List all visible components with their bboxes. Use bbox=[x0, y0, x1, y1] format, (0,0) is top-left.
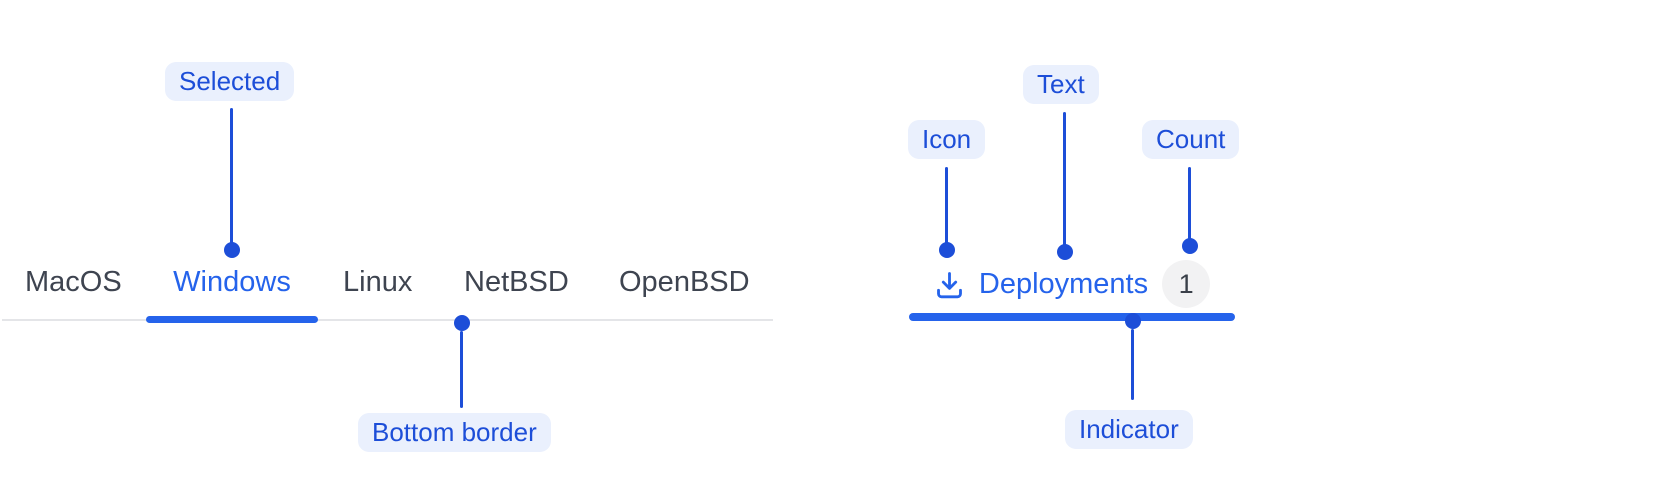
icon-annotation-dot bbox=[939, 242, 955, 258]
tab-netbsd[interactable]: NetBSD bbox=[464, 266, 569, 298]
deployments-tab[interactable]: Deployments 1 bbox=[909, 258, 1235, 310]
selected-tab-underline bbox=[146, 316, 318, 323]
text-annotation-line bbox=[1063, 112, 1066, 246]
tab-macos[interactable]: MacOS bbox=[25, 266, 122, 298]
indicator-annotation-label: Indicator bbox=[1065, 410, 1193, 449]
selected-annotation-label: Selected bbox=[165, 62, 295, 101]
deployments-count-badge: 1 bbox=[1162, 260, 1211, 308]
count-annotation-dot bbox=[1182, 238, 1198, 254]
icon-annotation-label: Icon bbox=[908, 120, 986, 159]
count-annotation-line bbox=[1188, 167, 1191, 240]
tab-linux[interactable]: Linux bbox=[343, 266, 413, 298]
download-icon bbox=[934, 269, 965, 300]
indicator-annotation-dot bbox=[1125, 313, 1141, 329]
bottom-border-annotation-line bbox=[460, 331, 463, 408]
bottom-border-annotation-label: Bottom border bbox=[358, 413, 551, 452]
count-annotation-label: Count bbox=[1142, 120, 1240, 159]
text-annotation-label: Text bbox=[1023, 65, 1099, 104]
bottom-border-annotation-dot bbox=[454, 315, 470, 331]
selected-annotation-line bbox=[230, 108, 233, 244]
active-tab-indicator bbox=[909, 313, 1235, 321]
selected-annotation-dot bbox=[224, 242, 240, 258]
indicator-annotation-line bbox=[1131, 329, 1134, 400]
tab-windows-selected[interactable]: Windows bbox=[173, 266, 291, 298]
tabs-bottom-border bbox=[2, 319, 773, 321]
text-annotation-dot bbox=[1057, 244, 1073, 260]
tab-openbsd[interactable]: OpenBSD bbox=[619, 266, 750, 298]
deployments-tab-label: Deployments bbox=[978, 267, 1149, 300]
icon-annotation-line bbox=[945, 167, 948, 244]
